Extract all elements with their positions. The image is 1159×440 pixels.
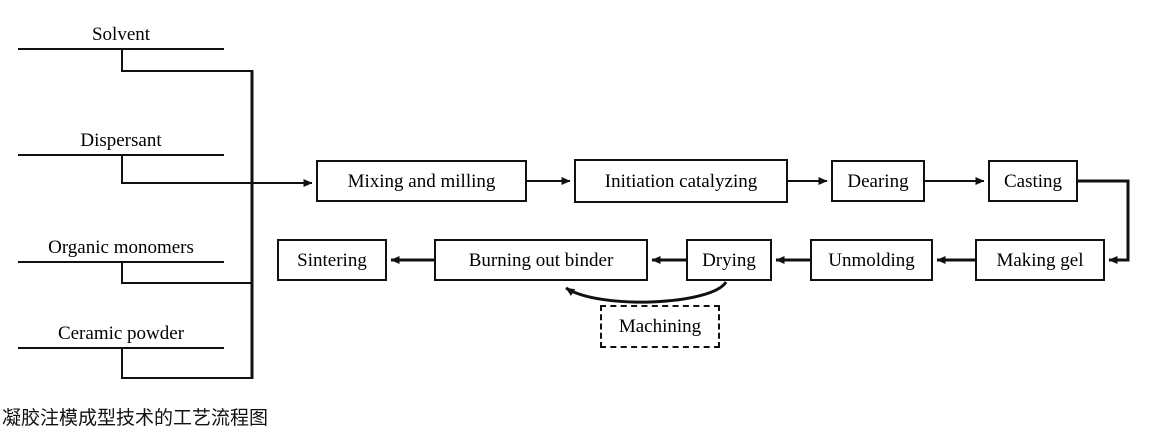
input-label-solvent: Solvent: [91, 24, 151, 45]
input-label-ceramic-powder: Ceramic powder: [57, 323, 185, 344]
process-box-casting[interactable]: Casting: [988, 160, 1078, 202]
process-box-dearing[interactable]: Dearing: [831, 160, 925, 202]
process-box-machining[interactable]: Machining: [600, 305, 720, 348]
process-box-drying[interactable]: Drying: [686, 239, 772, 281]
process-box-making-gel[interactable]: Making gel: [975, 239, 1105, 281]
process-box-burning-out-binder[interactable]: Burning out binder: [434, 239, 648, 281]
input-label-organic-monomers: Organic monomers: [48, 237, 194, 258]
figure-caption: 凝胶注模成型技术的工艺流程图: [2, 407, 269, 429]
process-box-unmolding[interactable]: Unmolding: [810, 239, 933, 281]
process-box-mixing-and-milling[interactable]: Mixing and milling: [316, 160, 527, 202]
process-box-sintering[interactable]: Sintering: [277, 239, 387, 281]
input-label-dispersant: Dispersant: [80, 130, 162, 151]
process-box-initiation-catalyzing[interactable]: Initiation catalyzing: [574, 159, 788, 203]
